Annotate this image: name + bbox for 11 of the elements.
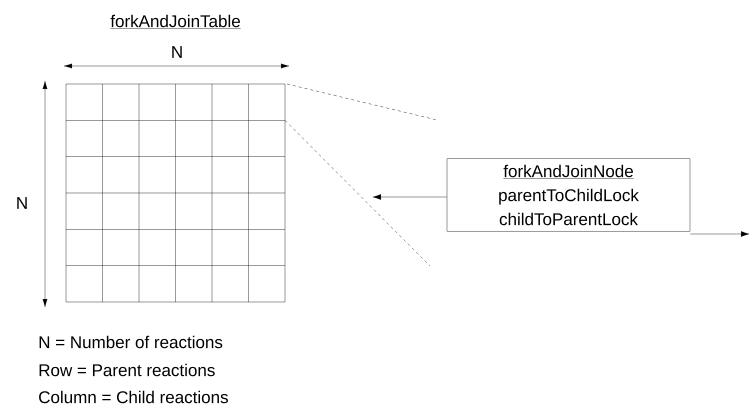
legend-note: Row = Parent reactions [40,364,215,376]
legend-note: Column = Child reactions [39,390,228,404]
class-box: forkAndJoinNode parentToChildLock childToParentLock [446,158,690,232]
legend-note: N = Number of reactions [40,336,222,348]
dimension-label: N [172,46,182,58]
arrow [690,231,750,237]
dimension-label: N [17,197,27,209]
table-title: forkAndJoinTable [110,14,241,29]
leader-line [284,120,430,266]
arrow [372,194,447,200]
leader-line [286,84,438,120]
